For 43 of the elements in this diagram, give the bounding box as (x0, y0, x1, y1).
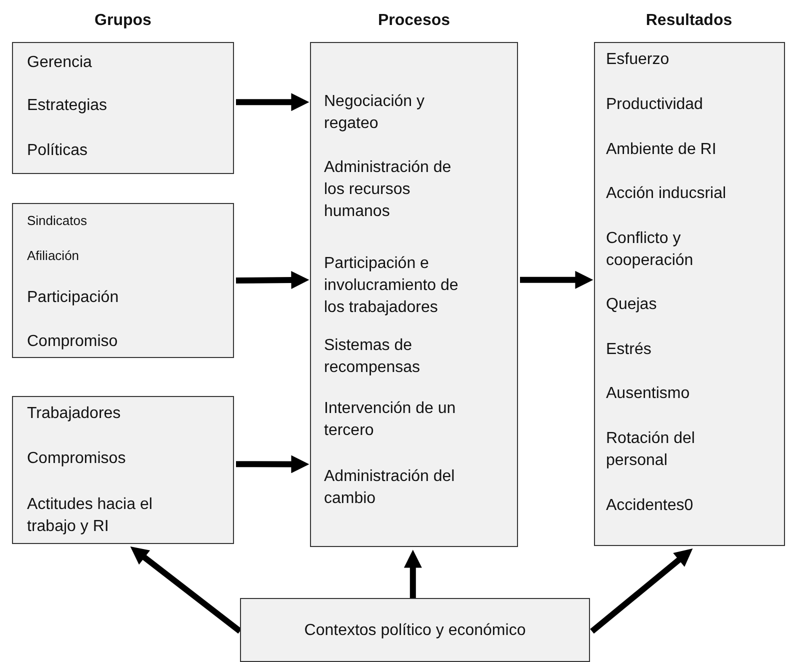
box-item-text: Estrategias (27, 96, 108, 116)
box-item-text: Contextos político y económico (303, 621, 527, 641)
box-item-text: Conflicto y cooperación (606, 229, 694, 271)
arrow (236, 455, 310, 474)
arrow (236, 93, 310, 112)
box-item-text: Esfuerzo (606, 50, 670, 70)
box-item-text: Ausentismo (606, 384, 691, 404)
box-item-text: Afiliación (27, 247, 80, 265)
box-item-text: Accidentes0 (606, 496, 694, 516)
arrow (130, 546, 242, 634)
box-item-text: Quejas (606, 295, 658, 315)
process-box (12, 42, 234, 174)
process-box (240, 598, 590, 662)
box-item-text: Acción inducsrial (606, 184, 728, 204)
box-item-text: Actitudes hacia el trabajo y RI (27, 495, 154, 537)
process-box (310, 42, 518, 547)
column-heading: Grupos (94, 12, 152, 30)
box-item-text: Compromiso (27, 332, 119, 352)
arrow (590, 548, 693, 634)
box-item-text: Sindicatos (27, 212, 88, 230)
process-box (12, 203, 234, 358)
box-item-text: Administración de los recursos humanos (324, 158, 452, 222)
box-item-text: Estrés (606, 340, 652, 360)
box-item-text: Participación (27, 288, 120, 308)
box-item-text: Negociación y regateo (324, 92, 426, 134)
arrow (404, 550, 422, 598)
column-heading: Resultados (644, 12, 734, 30)
process-box (594, 42, 785, 546)
box-item-text: Productividad (606, 95, 704, 115)
process-box (12, 396, 234, 544)
box-item-text: Intervención de un tercero (324, 399, 457, 441)
box-item-text: Rotación del personal (606, 429, 696, 471)
arrow (520, 270, 594, 289)
box-item-text: Políticas (27, 141, 88, 161)
box-item-text: Ambiente de RI (606, 140, 718, 160)
box-item-text: Participación e involucramiento de los trabajadores (324, 254, 460, 318)
box-item-text: Compromisos (27, 449, 127, 469)
arrow (236, 271, 310, 290)
box-item-text: Gerencia (27, 53, 93, 73)
box-item-text: Administración del cambio (324, 467, 456, 509)
box-item-text: Sistemas de recompensas (324, 336, 422, 378)
box-item-text: Trabajadores (27, 404, 122, 424)
column-heading: Procesos (376, 12, 452, 30)
